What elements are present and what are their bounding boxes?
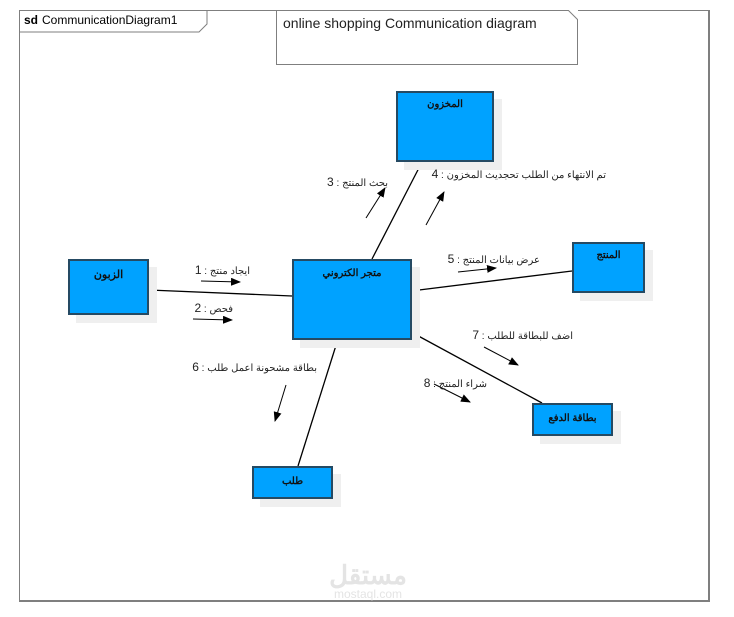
link-customer-store[interactable]	[148, 289, 293, 297]
message-6[interactable]: بطاقة مشحونة اعمل طلب : 6	[192, 360, 317, 374]
object-order[interactable]: طلب	[252, 466, 333, 499]
frame-diagram-name: CommunicationDiagram1	[42, 13, 178, 27]
link-store-payment-card[interactable]	[410, 331, 543, 404]
object-inventory-label: المخزون	[427, 99, 463, 110]
message-4[interactable]: تم الانتهاء من الطلب تحجديث المخزون : 4	[431, 167, 606, 181]
message-arrow-1	[200, 277, 241, 286]
object-store[interactable]: متجر الكتروني	[292, 259, 412, 340]
note-folded-corner-icon	[568, 10, 578, 20]
object-payment-card[interactable]: بطاقة الدفع	[532, 403, 613, 436]
watermark: مستقل mostaql.com	[318, 562, 418, 600]
object-customer-label: الزبون	[93, 269, 124, 281]
message-text: ايجاد منتج	[209, 266, 250, 277]
object-customer[interactable]: الزبون	[68, 259, 149, 315]
message-text: اضف للبطاقة للطلب	[487, 331, 573, 342]
message-text: تم الانتهاء من الطلب تحجديث المخزون	[446, 170, 606, 181]
message-seq: 2	[194, 301, 202, 315]
message-seq: 1	[194, 263, 202, 277]
object-order-label: طلب	[281, 476, 304, 487]
object-product[interactable]: المنتج	[572, 242, 645, 293]
message-1[interactable]: ايجاد منتج : 1	[194, 263, 250, 277]
message-arrow-8	[433, 383, 471, 403]
watermark-logo-text: مستقل	[329, 560, 407, 590]
object-product-label: المنتج	[596, 250, 621, 261]
message-text: بحث المنتج	[342, 178, 388, 189]
message-arrow-7	[483, 346, 519, 366]
message-arrow-3	[365, 187, 386, 219]
object-payment-card-label: بطاقة الدفع	[548, 413, 597, 424]
link-store-product[interactable]	[410, 270, 573, 292]
object-inventory[interactable]: المخزون	[396, 91, 494, 162]
message-arrow-5	[457, 264, 497, 273]
message-8[interactable]: شراء المنتج : 8	[423, 376, 487, 390]
message-seq: 3	[327, 175, 334, 189]
message-5[interactable]: عرض بيانات المنتج : 5	[447, 252, 540, 266]
message-seq: 5	[447, 252, 455, 266]
link-store-order[interactable]	[297, 338, 339, 467]
message-text: فحص	[209, 304, 234, 315]
link-store-inventory[interactable]	[371, 161, 423, 260]
frame-tab-outline	[19, 10, 208, 33]
message-text: شراء المنتج	[438, 379, 487, 390]
message-2[interactable]: فحص : 2	[194, 301, 233, 315]
message-seq: 7	[472, 328, 480, 342]
message-seq: 6	[192, 360, 199, 374]
message-arrow-4	[425, 191, 445, 226]
message-arrow-2	[192, 315, 233, 324]
note-text: online shopping Communication diagram	[283, 15, 537, 31]
title-note[interactable]: online shopping Communication diagram	[276, 10, 578, 65]
frame-keyword: sd	[24, 13, 39, 27]
watermark-domain: mostaql.com	[333, 587, 403, 601]
message-seq: 4	[431, 167, 439, 181]
message-arrow-6	[273, 384, 287, 422]
message-3[interactable]: بحث المنتج : 3	[327, 175, 388, 189]
message-text: عرض بيانات المنتج	[462, 255, 540, 266]
object-store-label: متجر الكتروني	[322, 268, 382, 279]
message-seq: 8	[423, 376, 431, 390]
message-text: بطاقة مشحونة اعمل طلب	[207, 363, 317, 374]
message-7[interactable]: اضف للبطاقة للطلب : 7	[472, 328, 573, 342]
